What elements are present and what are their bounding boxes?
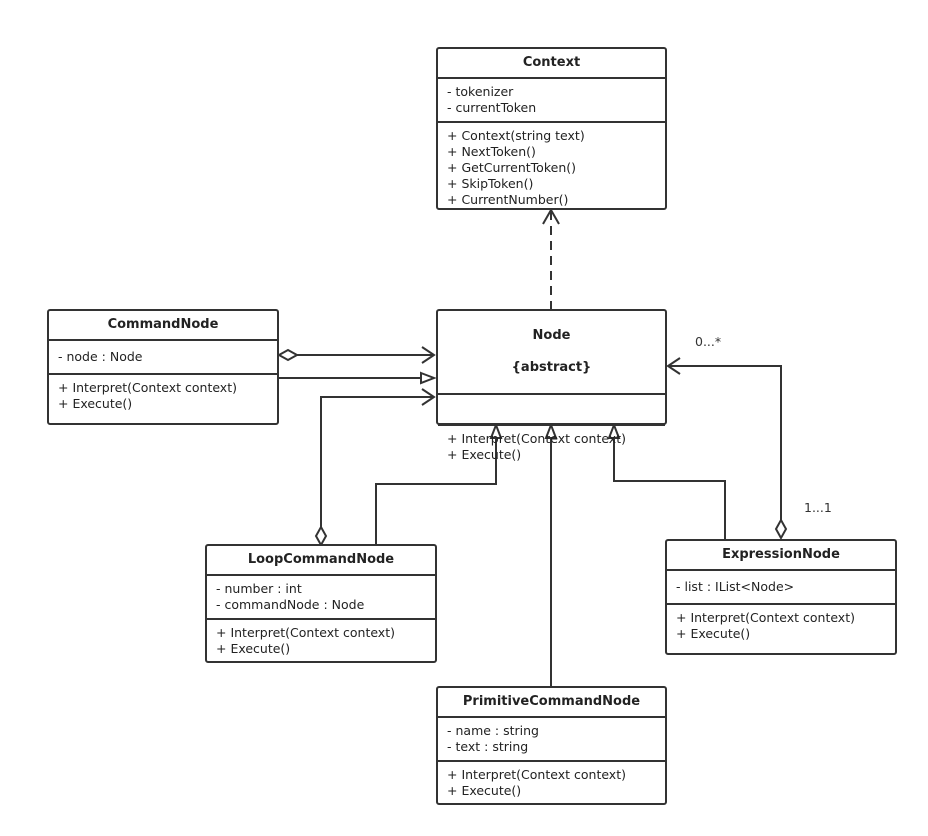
class-context: Context - tokenizer - currentToken + Con…	[436, 47, 667, 210]
method: + Execute()	[58, 396, 133, 411]
attributes-section: - node : Node	[49, 339, 277, 373]
method: + Interpret(Context context)	[58, 380, 237, 395]
generalization-triangle-expression	[607, 422, 621, 439]
multiplicity-node-end: 0...*	[695, 334, 722, 349]
class-name: LoopCommandNode	[247, 552, 395, 567]
class-name: ExpressionNode	[722, 547, 840, 562]
generalization-triangle-commandnode	[420, 371, 437, 385]
method: + Context(string text)	[447, 128, 585, 143]
method: + Execute()	[447, 447, 522, 462]
multiplicity-expression-end: 1...1	[804, 500, 832, 515]
class-name-text: Node	[532, 328, 571, 343]
method: + Execute()	[216, 641, 291, 656]
attribute: - name : string	[447, 723, 539, 738]
aggregation-expression-node	[668, 365, 782, 520]
method: + NextToken()	[447, 144, 536, 159]
attribute: - number : int	[216, 581, 302, 596]
class-primitive-command-node: PrimitiveCommandNode - name : string - t…	[436, 686, 667, 805]
methods-section: + Interpret(Context context) + Execute()	[438, 424, 665, 468]
dependency-arrowhead	[542, 207, 560, 225]
attribute: - currentToken	[447, 100, 537, 115]
methods-section: + Interpret(Context context) + Execute()	[207, 618, 435, 662]
methods-section: + Interpret(Context context) + Execute()	[667, 603, 895, 647]
attribute: - node : Node	[58, 349, 143, 364]
generalization-loopcommandnode-node	[375, 438, 497, 545]
method: + Interpret(Context context)	[447, 767, 626, 782]
method: + SkipToken()	[447, 176, 534, 191]
attributes-section	[438, 393, 665, 424]
class-stereotype: {abstract}	[511, 360, 592, 375]
class-name: CommandNode	[107, 317, 219, 332]
method: + Interpret(Context context)	[447, 431, 626, 446]
association-arrowhead-expression	[666, 357, 681, 375]
class-name: PrimitiveCommandNode	[462, 694, 641, 709]
attribute: - commandNode : Node	[216, 597, 365, 612]
aggregation-diamond-expression	[774, 517, 788, 541]
method: + CurrentNumber()	[447, 192, 569, 207]
attribute: - text : string	[447, 739, 529, 754]
aggregation-loopcommandnode-node	[320, 396, 434, 527]
association-arrowhead-commandnode	[421, 346, 436, 364]
class-expression-node: ExpressionNode - list : IList<Node> + In…	[665, 539, 897, 655]
aggregation-diamond-commandnode	[276, 348, 300, 362]
aggregation-diamond-loopcommandnode	[314, 524, 328, 548]
method: + Interpret(Context context)	[676, 610, 855, 625]
attributes-section: - tokenizer - currentToken	[438, 77, 665, 121]
attributes-section: - number : int - commandNode : Node	[207, 574, 435, 618]
association-arrowhead-loopcommandnode	[421, 388, 436, 406]
generalization-triangle-loopcommandnode	[489, 422, 503, 439]
methods-section: + Context(string text) + NextToken() + G…	[438, 121, 665, 213]
class-name: Node {abstract}	[438, 311, 665, 393]
method: + Execute()	[676, 626, 751, 641]
attribute: - list : IList<Node>	[676, 579, 795, 594]
class-command-node: CommandNode - node : Node + Interpret(Co…	[47, 309, 279, 425]
class-node: Node {abstract} + Interpret(Context cont…	[436, 309, 667, 462]
generalization-expression-node	[613, 438, 726, 540]
method: + GetCurrentToken()	[447, 160, 576, 175]
method: + Interpret(Context context)	[216, 625, 395, 640]
class-loop-command-node: LoopCommandNode - number : int - command…	[205, 544, 437, 663]
methods-section: + Interpret(Context context) + Execute()	[438, 760, 665, 804]
generalization-triangle-primitive	[544, 422, 558, 439]
attributes-section: - name : string - text : string	[438, 716, 665, 760]
class-name: Context	[522, 55, 581, 70]
method: + Execute()	[447, 783, 522, 798]
attributes-section: - list : IList<Node>	[667, 569, 895, 603]
methods-section: + Interpret(Context context) + Execute()	[49, 373, 277, 417]
attribute: - tokenizer	[447, 84, 514, 99]
